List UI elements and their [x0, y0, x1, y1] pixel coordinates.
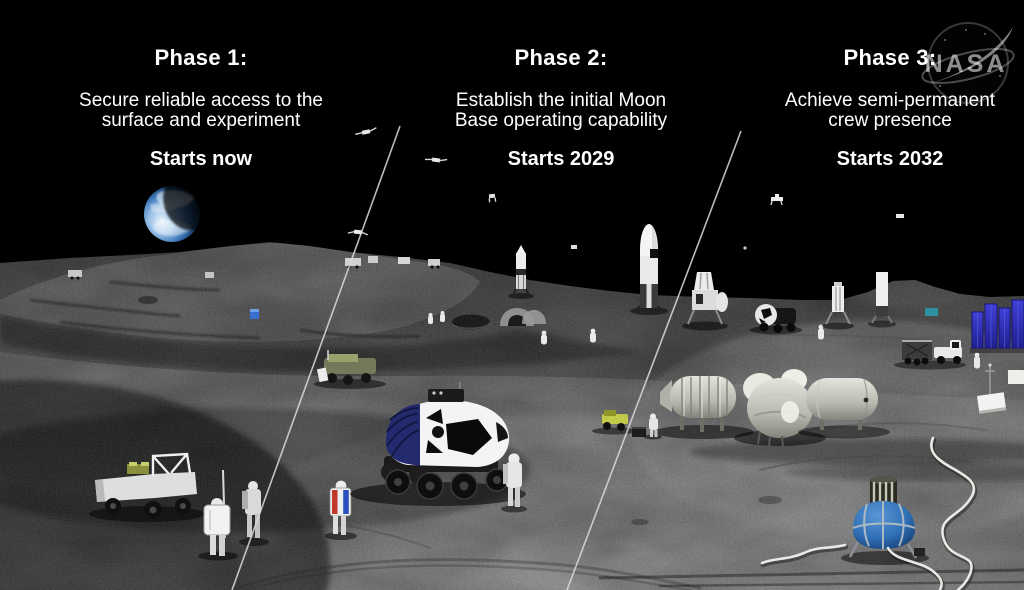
ground-sign-panels — [977, 370, 1024, 414]
pressurized-rover-small — [750, 304, 802, 335]
phase-2-title: Phase 2: — [514, 45, 608, 70]
cargo-rocket-large — [630, 224, 668, 315]
scout-rover — [314, 350, 386, 389]
phase-2-description: Establish the initial Moon Base operatin… — [454, 90, 668, 131]
cargo-rocket-small — [508, 245, 534, 299]
rover-train — [894, 340, 966, 370]
distant-outpost-markers — [68, 256, 440, 319]
dome-shelters — [500, 308, 546, 326]
pickup-rover — [89, 452, 226, 539]
phase-1-start-date: Starts now — [149, 147, 253, 170]
pressurized-rover — [350, 382, 526, 506]
equipment-crate — [632, 427, 646, 437]
phase-2-panel: Phase 2: Establish the initial Moon Base… — [389, 45, 733, 171]
earth — [144, 173, 213, 242]
phase-2-start-date: Starts 2029 — [507, 147, 615, 170]
habitat-module-inflatable — [734, 369, 826, 447]
astronaut-by-rover — [501, 453, 527, 513]
phase-3-description: Achieve semi-permanent crew presence — [784, 90, 996, 131]
blue-supply-cube — [250, 309, 259, 319]
phase-divider-lines — [231, 125, 742, 590]
phase-1-panel: Phase 1: Secure reliable access to the s… — [29, 45, 373, 171]
phase-3-title: Phase 3: — [843, 45, 937, 70]
habitat-module-capsule — [798, 378, 890, 439]
astronaut-walking — [239, 481, 269, 546]
astronaut-backpack — [198, 498, 238, 561]
teal-panel — [925, 308, 938, 316]
distant-astronauts — [428, 311, 980, 369]
astronaut-flag-backpack — [325, 480, 357, 540]
cargo-lander-3 — [868, 272, 896, 328]
phase-1-description: Secure reliable access to the surface an… — [79, 90, 323, 131]
utility-rover — [592, 410, 636, 435]
habitat-module-ribbed — [654, 376, 754, 439]
phase-1-title: Phase 1: — [154, 45, 248, 70]
cargo-lander-1 — [682, 272, 728, 331]
phase-3-panel: Phase 3: Achieve semi-permanent crew pre… — [726, 45, 1024, 171]
relay-satellites — [347, 127, 904, 250]
divider-phase1-phase2 — [231, 125, 401, 590]
phase-3-start-date: Starts 2032 — [836, 147, 944, 170]
power-cable — [760, 436, 978, 590]
astronaut-worker — [644, 413, 662, 440]
divider-phase2-phase3 — [566, 130, 742, 590]
cargo-lander-2 — [822, 282, 854, 330]
nasa-logo-watermark: NASA — [921, 22, 1015, 104]
vertical-solar-array — [970, 299, 1024, 353]
